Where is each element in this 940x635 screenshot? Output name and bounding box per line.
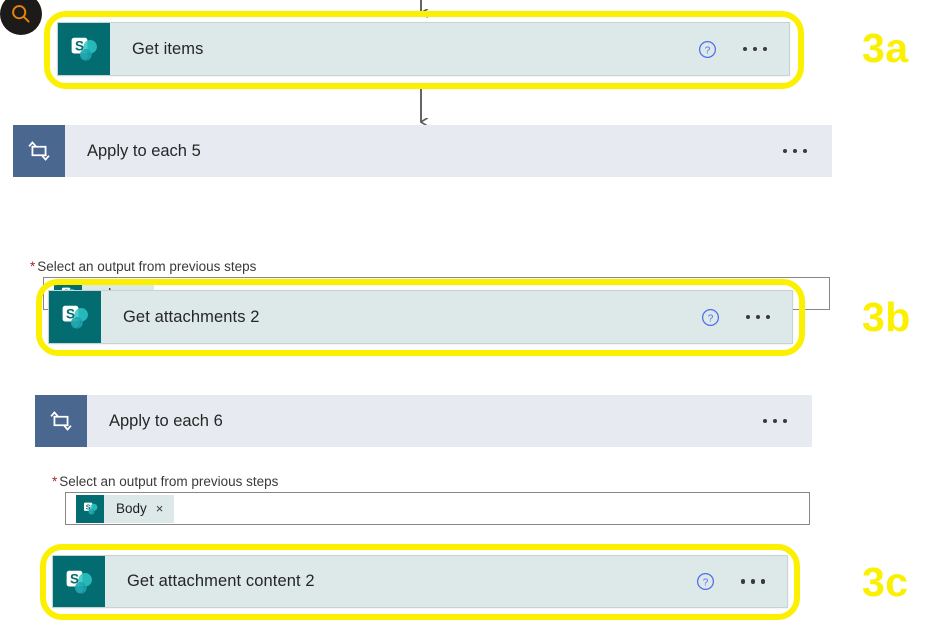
required-marker-5: * [30, 259, 36, 274]
search-badge[interactable] [0, 0, 42, 35]
loop-icon [35, 395, 87, 447]
loop-icon [13, 125, 65, 177]
sharepoint-icon [49, 291, 101, 343]
get-items-card[interactable]: Get items [57, 22, 790, 76]
get-attachment-content-2-title: Get attachment content 2 [127, 572, 315, 590]
sharepoint-icon [58, 23, 110, 75]
token-text-body: Body [116, 501, 147, 516]
get-attachments-2-title: Get attachments 2 [123, 307, 260, 326]
more-options-icon-get-items[interactable] [742, 46, 767, 52]
sharepoint-icon [76, 494, 104, 523]
token-remove-icon[interactable]: × [155, 501, 164, 516]
field-label-text-6: Select an output from previous steps [59, 474, 279, 489]
help-icon[interactable] [701, 308, 720, 327]
search-icon [9, 2, 33, 26]
annotation-3c: 3c [862, 559, 909, 605]
sharepoint-icon [53, 556, 105, 607]
more-options-icon-apply-to-each-5[interactable] [782, 148, 807, 154]
required-marker-6: * [52, 474, 58, 489]
help-icon[interactable] [696, 572, 715, 591]
annotation-3a: 3a [862, 25, 909, 71]
token-input-apply-to-each-6[interactable]: Body × [65, 492, 810, 525]
get-attachment-content-2-card[interactable]: Get attachment content 2 [52, 555, 788, 608]
token-body[interactable]: Body × [76, 494, 175, 523]
scope-header-apply-to-each-5[interactable]: Apply to each 5 [13, 125, 832, 177]
help-icon[interactable] [698, 40, 717, 59]
scope-title-apply-to-each-5: Apply to each 5 [87, 141, 201, 160]
more-options-icon-get-attachments-2[interactable] [745, 314, 770, 320]
annotation-3b: 3b [862, 294, 911, 340]
field-label-text-5: Select an output from previous steps [37, 259, 257, 274]
field-label-apply-to-each-5: *Select an output from previous steps [30, 259, 256, 274]
get-items-title: Get items [132, 39, 204, 58]
field-label-apply-to-each-6: *Select an output from previous steps [52, 474, 278, 489]
more-options-icon-get-attachment-content-2[interactable] [740, 579, 765, 584]
scope-title-apply-to-each-6: Apply to each 6 [109, 411, 223, 430]
more-options-icon-apply-to-each-6[interactable] [762, 418, 787, 424]
scope-header-apply-to-each-6[interactable]: Apply to each 6 [35, 395, 812, 447]
get-attachments-2-card[interactable]: Get attachments 2 [48, 290, 793, 344]
